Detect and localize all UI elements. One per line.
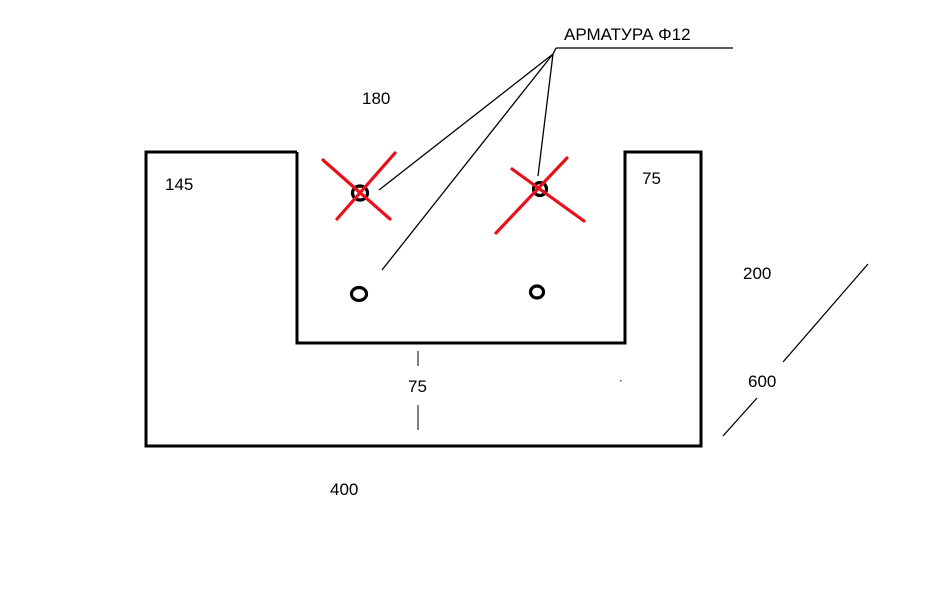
dimension-total-width: 400 — [330, 480, 358, 499]
dimension-bottom-thickness: 75 — [408, 377, 427, 396]
leader-line-bottom-left — [381, 53, 554, 271]
leader-tick — [552, 47, 557, 55]
rebars — [349, 180, 549, 303]
section-outline — [144, 150, 703, 448]
rebar-bottom-left — [349, 285, 369, 303]
leader-lines — [378, 47, 733, 271]
leader-line-top-right — [537, 53, 554, 177]
cross-marks — [321, 151, 586, 235]
cross-mark-left — [321, 151, 397, 221]
depth-dimension-line — [722, 263, 869, 437]
rebar-top-left — [350, 184, 370, 202]
leader-line-top-left — [378, 53, 554, 191]
cross-mark-right — [494, 156, 586, 235]
rebar-top-right — [531, 180, 549, 198]
speck — [620, 380, 622, 382]
dimension-height: 200 — [743, 264, 771, 283]
dimension-right-wall: 75 — [642, 169, 661, 188]
dimension-top-width: 180 — [362, 89, 390, 108]
dimension-left-wall: 145 — [165, 175, 193, 194]
dimension-depth: 600 — [748, 372, 776, 391]
rebar-bottom-right — [528, 284, 546, 300]
rebar-label: АРМАТУРА Φ12 — [564, 25, 691, 44]
